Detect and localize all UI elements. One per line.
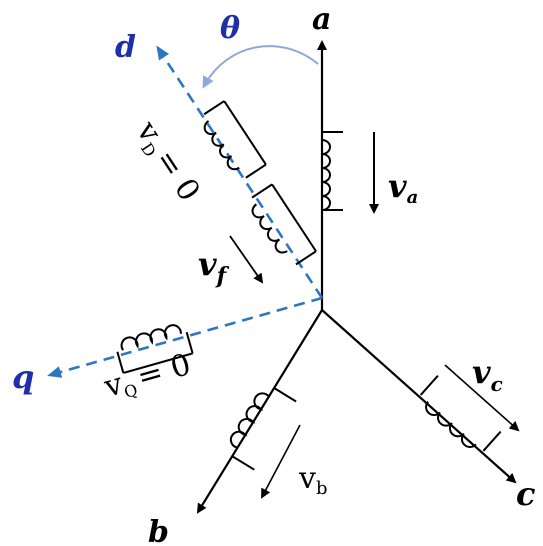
vc-label: vc [472, 353, 503, 396]
vb-arrow [261, 424, 301, 499]
vD-label: vD= 0 [127, 114, 207, 208]
coil-c [419, 374, 502, 452]
coil-q [116, 324, 194, 374]
vb-label: vb [298, 461, 327, 499]
b-axis [196, 309, 323, 514]
axis-label-q: q [12, 358, 34, 396]
axis-label-d: d [115, 30, 136, 65]
coil-f [251, 183, 317, 266]
axis-label-c: c [516, 475, 535, 513]
vc-arrow [444, 364, 520, 432]
c-axis [321, 309, 517, 484]
axis-label-b: b [148, 515, 169, 546]
q-axis [47, 296, 323, 378]
d-axis [156, 45, 324, 299]
theta-label: θ [220, 11, 240, 46]
theta-arc [202, 45, 319, 89]
vQ-label: vQ= 0 [100, 347, 196, 407]
vf-label: vf [198, 245, 230, 289]
axis-label-a: a [312, 2, 331, 37]
va-label: va [388, 167, 418, 208]
coil-a [321, 131, 343, 211]
coil-d-upper [203, 100, 267, 179]
vf-arrow [229, 235, 264, 284]
coil-b [229, 387, 297, 471]
